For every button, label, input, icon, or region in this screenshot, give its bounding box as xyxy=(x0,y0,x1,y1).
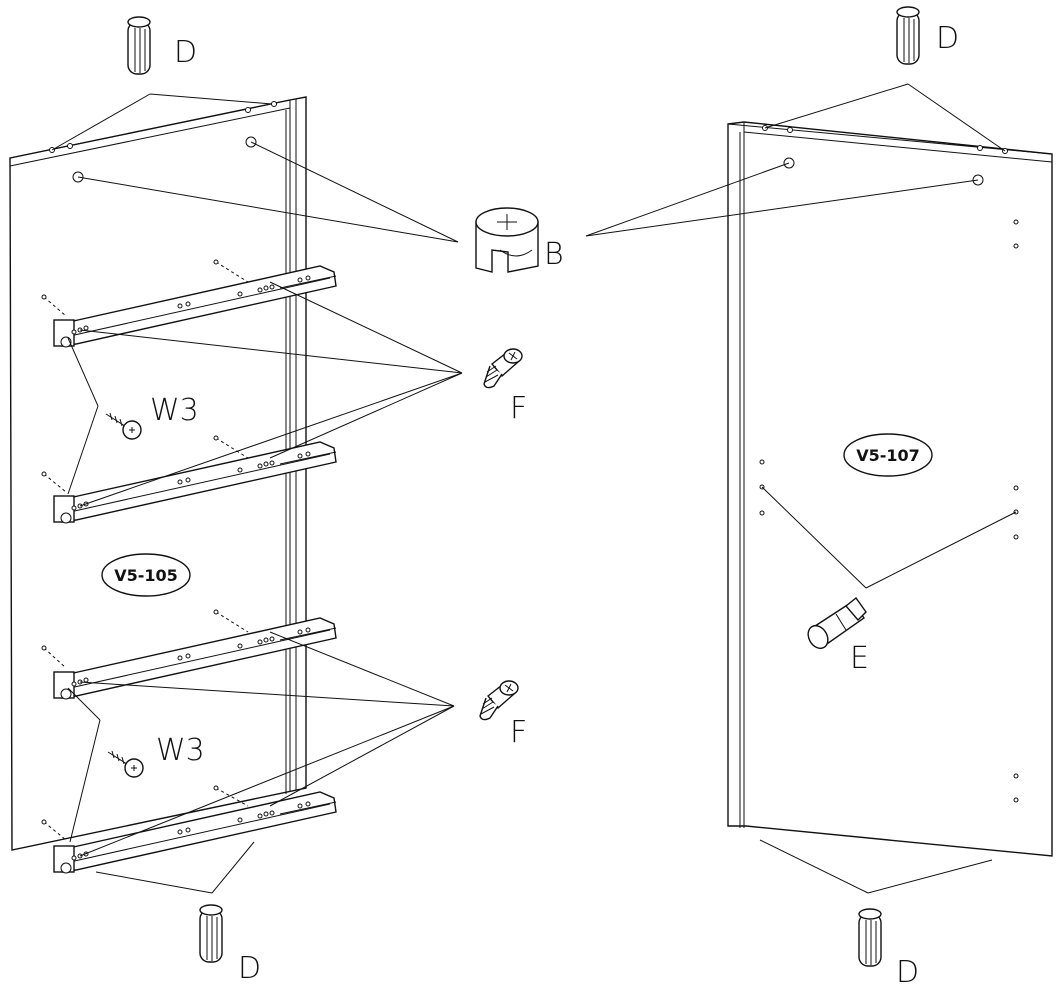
dowel-label: D xyxy=(936,21,959,56)
dowel-bottom-left: D xyxy=(199,904,261,986)
left-panel-code: V5-105 xyxy=(114,566,178,585)
dowel-top-right: D xyxy=(896,6,959,65)
cam-lock-label: B xyxy=(544,237,564,272)
cam-lock-b: B xyxy=(475,207,564,273)
dowel-bottom-right: D xyxy=(858,908,919,986)
right-panel-code: V5-107 xyxy=(856,446,920,465)
drawer-rails xyxy=(41,259,337,874)
left-panel-code-badge: V5-105 xyxy=(101,553,191,597)
dowel-label: D xyxy=(896,955,919,986)
screw-w3-top: W3 xyxy=(105,393,199,440)
screw-f-label: F xyxy=(510,391,527,426)
screw-f-bottom: F xyxy=(479,680,527,750)
screw-w3-label: W3 xyxy=(156,733,205,768)
connector-e: E xyxy=(807,596,869,676)
leader-lines xyxy=(51,83,1017,894)
dowel-label: D xyxy=(238,951,261,986)
screw-w3-bottom: W3 xyxy=(107,733,205,778)
right-side-panel xyxy=(727,121,1053,857)
screw-f-label: F xyxy=(510,715,527,750)
screw-w3-label: W3 xyxy=(150,393,199,428)
dowel-label: D xyxy=(174,35,197,70)
right-panel-code-badge: V5-107 xyxy=(843,433,933,477)
dowel-top-left: D xyxy=(127,16,197,75)
connector-e-label: E xyxy=(850,641,869,676)
screw-f-top: F xyxy=(483,348,527,426)
